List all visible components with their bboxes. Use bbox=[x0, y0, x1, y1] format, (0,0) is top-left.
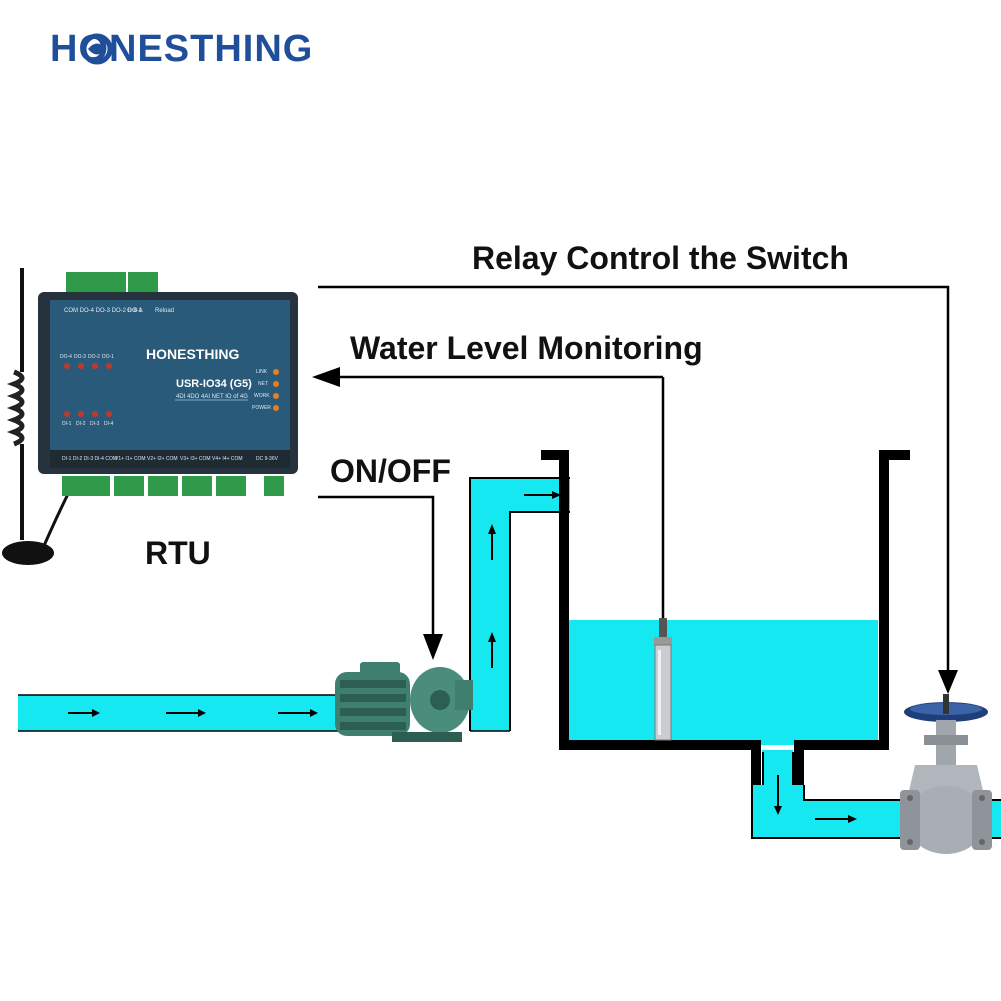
status-led-label: NET bbox=[258, 381, 268, 387]
rtu-device bbox=[38, 272, 298, 496]
device-reload-label: Reload bbox=[155, 308, 175, 314]
do-led-label: DO-4 bbox=[60, 354, 72, 360]
di-led-label: DI-2 bbox=[76, 421, 86, 427]
status-led-label: POWER bbox=[252, 405, 271, 411]
device-model: USR-IO34 (G5) bbox=[176, 378, 252, 390]
bottom-terminal-label: DI-1 DI-2 DI-3 DI-4 COM bbox=[62, 456, 118, 462]
do-led-label: DO-1 bbox=[102, 354, 114, 360]
antenna-icon bbox=[2, 268, 72, 565]
brand-logo: HONESTHING bbox=[50, 28, 314, 70]
bottom-terminal-label: DC 9-36V bbox=[256, 456, 278, 462]
onoff-line bbox=[318, 495, 443, 660]
gate-valve bbox=[900, 694, 992, 854]
status-led-label: WORK bbox=[254, 393, 270, 399]
water-level-label: Water Level Monitoring bbox=[350, 330, 703, 366]
status-led-label: LINK bbox=[256, 369, 268, 375]
device-subtitle: 4DI 4DO 4AI NET IO of 4G bbox=[176, 394, 248, 400]
do-led-label: DO-3 bbox=[74, 354, 86, 360]
water-tank bbox=[541, 450, 910, 790]
di-led-label: DI-1 bbox=[62, 421, 72, 427]
water-pump bbox=[335, 662, 473, 742]
do-led-label: DO-2 bbox=[88, 354, 100, 360]
relay-control-line bbox=[318, 285, 958, 694]
device-gba-label: G B A bbox=[127, 308, 143, 314]
di-led-label: DI-3 bbox=[90, 421, 100, 427]
onoff-label: ON/OFF bbox=[330, 453, 451, 489]
relay-control-label: Relay Control the Switch bbox=[472, 240, 849, 276]
rtu-label: RTU bbox=[145, 535, 211, 571]
device-brand: HONESTHING bbox=[146, 346, 240, 362]
logo-globe-icon bbox=[81, 33, 113, 65]
di-led-label: DI-4 bbox=[104, 421, 114, 427]
level-sensor-probe bbox=[654, 377, 672, 741]
device-top-terminal-label: COM DO-4 DO-3 DO-2 DO-1 bbox=[64, 308, 143, 314]
bottom-terminal-label: V3+ I3+ COM bbox=[180, 456, 211, 462]
riser-pipe bbox=[469, 477, 570, 732]
inlet-flow-arrows bbox=[68, 709, 318, 717]
bottom-terminal-label: V1+ I1+ COM bbox=[115, 456, 146, 462]
bottom-terminal-label: V2+ I2+ COM bbox=[147, 456, 178, 462]
water-level-line bbox=[312, 367, 663, 387]
bottom-terminal-label: V4+ I4+ COM bbox=[212, 456, 243, 462]
riser-flow-arrows bbox=[488, 491, 561, 668]
